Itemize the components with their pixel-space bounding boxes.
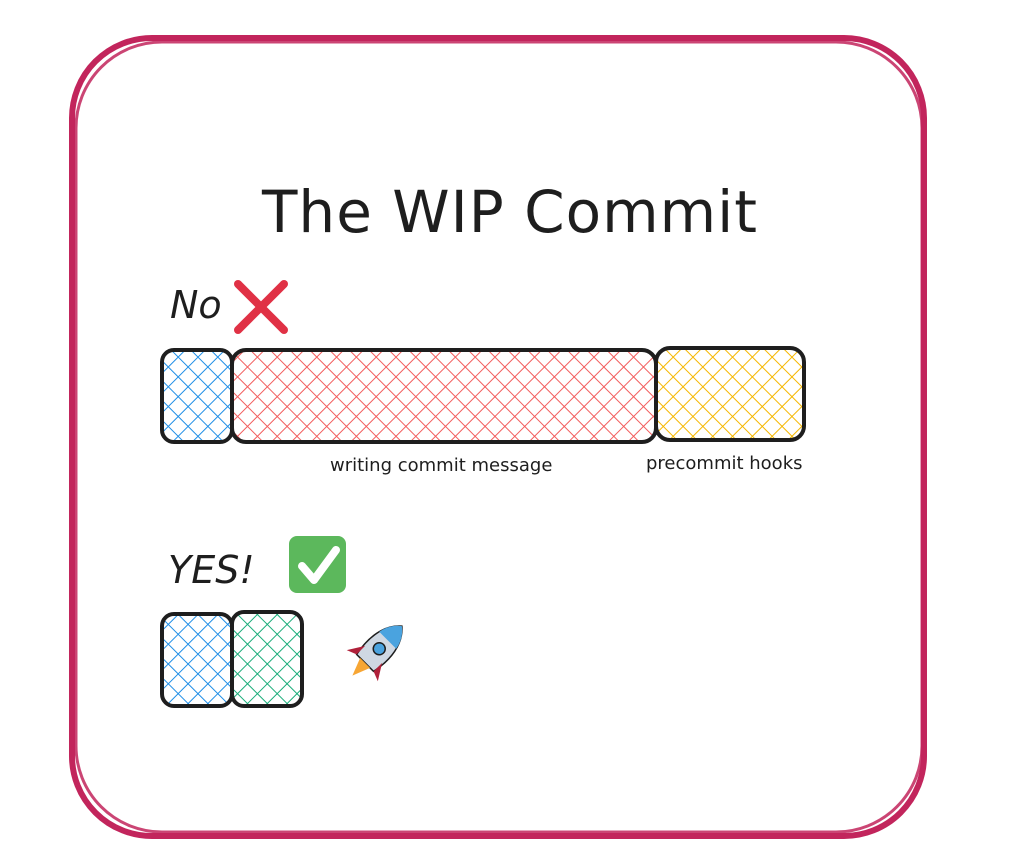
- cross-icon: [234, 280, 288, 334]
- no-segment-edit: [160, 348, 234, 444]
- outer-frame: [69, 35, 927, 839]
- rocket-icon: [346, 625, 403, 682]
- diagram-title: The WIP Commit: [261, 178, 758, 246]
- no-segment-precommit-hooks: [654, 346, 806, 442]
- yes-segment-edit: [160, 612, 234, 708]
- no-label: No: [170, 283, 222, 327]
- caption-precommit-hooks: precommit hooks: [646, 453, 803, 474]
- caption-writing-commit-message: writing commit message: [330, 455, 552, 476]
- check-icon: [289, 536, 346, 593]
- yes-label: YES!: [168, 548, 255, 592]
- no-segment-writing-commit-message: [230, 348, 658, 444]
- yes-segment-wip-commit: [230, 610, 304, 708]
